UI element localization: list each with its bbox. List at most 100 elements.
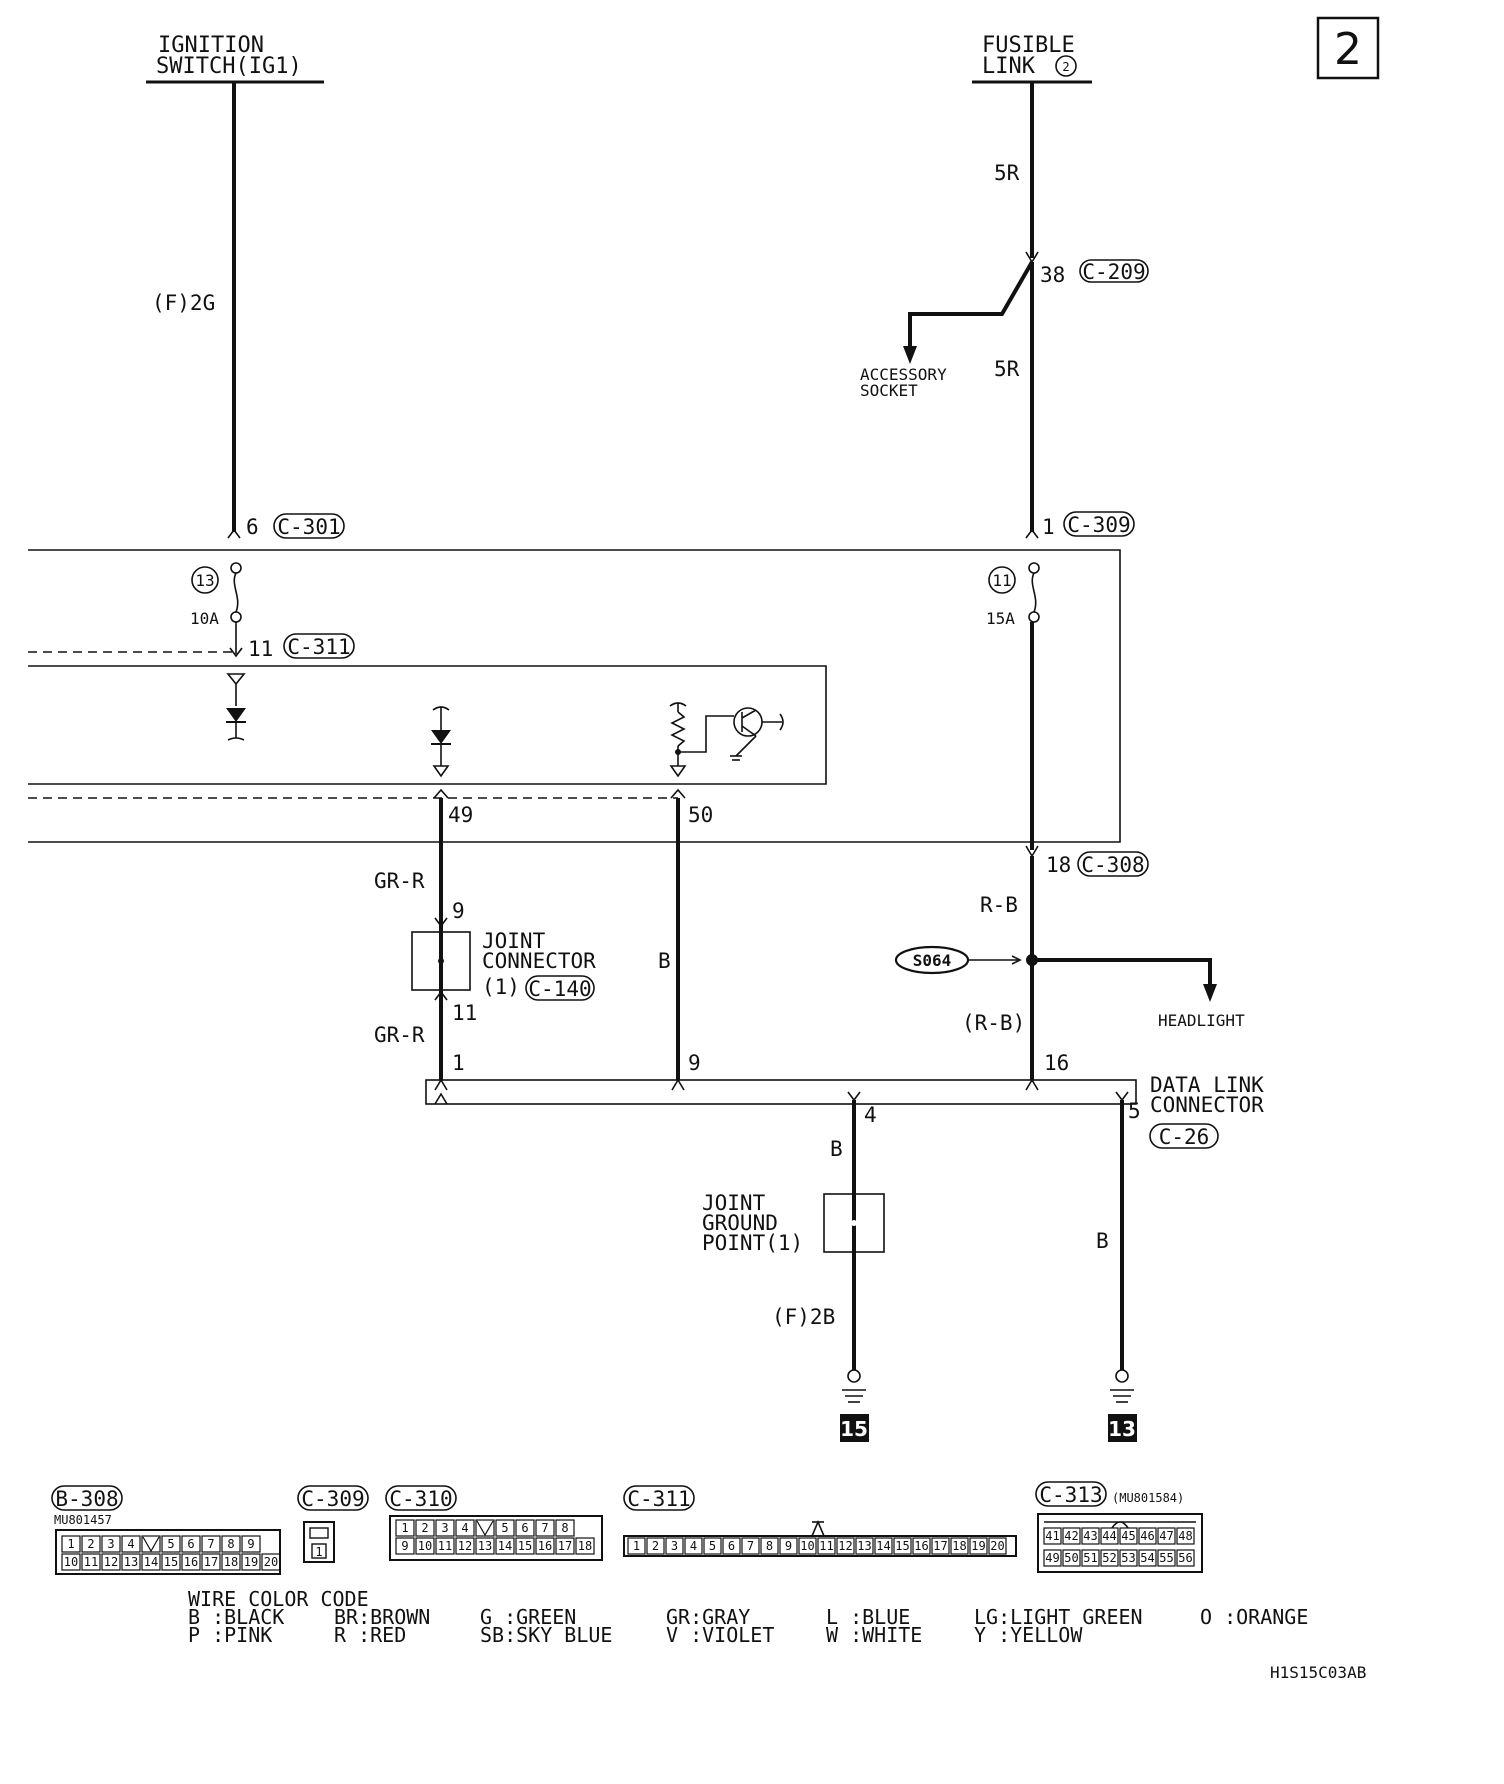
cv-b308-part: MU801457: [54, 1513, 112, 1527]
ground-symbol-left: 15: [840, 1369, 869, 1442]
fuse-13-number: 13: [195, 571, 214, 590]
c313-r1-pin: 41: [1045, 1529, 1059, 1543]
ground-left-number: 15: [840, 1417, 868, 1441]
c313-r2-cell: [1062, 1549, 1081, 1567]
pin-dlc1: 1: [452, 1051, 465, 1075]
c313-r1-pin: 43: [1083, 1529, 1097, 1543]
b308-r1-pin: 9: [247, 1537, 254, 1551]
c311-pin: 12: [838, 1539, 852, 1553]
c311-pin: 19: [971, 1539, 985, 1553]
connector-c140: C-140: [528, 977, 591, 1001]
c310-r1-pin: 8: [561, 1521, 568, 1535]
connector-c26: C-26: [1159, 1125, 1210, 1149]
b308-r2-pin: 13: [124, 1555, 138, 1569]
b308-r1-cell: [181, 1535, 201, 1553]
b308-r1-pin: 1: [67, 1537, 74, 1551]
fusible-link-source: FUSIBLE LINK 2: [972, 33, 1092, 84]
c310-r1-cell: [435, 1519, 455, 1537]
pin-jc-in: 9: [452, 899, 465, 923]
b308-r1-cell: [221, 1535, 241, 1553]
pin-c311: 11: [248, 637, 273, 661]
b308-r2-pin: 12: [104, 1555, 118, 1569]
c311-pin: 4: [690, 1539, 697, 1553]
c313-r1-pin: 47: [1159, 1529, 1173, 1543]
c311-cell: [969, 1537, 988, 1555]
c310-r2-pin: 14: [498, 1539, 512, 1553]
c313-r1-pin: 45: [1121, 1529, 1135, 1543]
wcc-r2-3: V :VIOLET: [666, 1623, 774, 1647]
connector-c308: C-308: [1081, 853, 1144, 877]
c313-r1-cell: [1138, 1527, 1157, 1545]
b308-r2-cell: [121, 1553, 141, 1571]
b308-r2-cell: [261, 1553, 281, 1571]
c310-r2-pin: 9: [401, 1539, 408, 1553]
c311-cell: [836, 1537, 855, 1555]
b308-r2-cell: [101, 1553, 121, 1571]
c310-r1-pin: 1: [401, 1521, 408, 1535]
c310-r1-cell: [555, 1519, 575, 1537]
b308-r2-pin: 20: [264, 1555, 278, 1569]
b308-r2-pin: 19: [244, 1555, 258, 1569]
diagram-code: H1S15C03AB: [1270, 1663, 1366, 1682]
c310-r1-pin: 6: [521, 1521, 528, 1535]
c313-r1-pin: 42: [1064, 1529, 1078, 1543]
fuse-11-number: 11: [992, 571, 1011, 590]
c313-r2-pin: 56: [1178, 1551, 1192, 1565]
c310-r1-cell: [495, 1519, 515, 1537]
wire-label-5r-upper: 5R: [994, 161, 1020, 185]
c313-r2-cell: [1081, 1549, 1100, 1567]
c310-r2-cell: [535, 1537, 555, 1555]
c311-pin: 13: [857, 1539, 871, 1553]
etacs-unit-outline: [28, 665, 827, 785]
wcc-r1-2: G :GREEN: [480, 1605, 576, 1629]
c310-r2-pin: 15: [518, 1539, 532, 1553]
c313-r1-pin: 46: [1140, 1529, 1154, 1543]
fuse-13: 13 10A: [190, 562, 243, 658]
c313-r2-cell: [1100, 1549, 1119, 1567]
c311-pin: 11: [819, 1539, 833, 1553]
c310-r2-cell: [455, 1537, 475, 1555]
connector-c209: C-209: [1082, 260, 1145, 284]
c313-r2-pin: 49: [1045, 1551, 1059, 1565]
b308-r1-pin: 3: [107, 1537, 114, 1551]
c311-cell: [950, 1537, 969, 1555]
connector-c311: C-311: [287, 635, 350, 659]
c311-cell: [874, 1537, 893, 1555]
pin-dlc5: 5: [1128, 1099, 1141, 1123]
c313-r1-pin: 44: [1102, 1529, 1116, 1543]
wire-label-5r-lower: 5R: [994, 357, 1020, 381]
c313-r1-cell: [1176, 1527, 1195, 1545]
c310-r2-cell: [495, 1537, 515, 1555]
ignition-switch-source: IGNITION SWITCH(IG1): [146, 33, 324, 84]
b308-r2-cell: [141, 1553, 161, 1571]
c313-r2-pin: 54: [1140, 1551, 1154, 1565]
c311-cell: [893, 1537, 912, 1555]
c311-cell: [779, 1537, 798, 1555]
b308-r1-pin: 2: [87, 1537, 94, 1551]
c311-cell: [855, 1537, 874, 1555]
wire-accessory-branch: [908, 261, 1034, 346]
pin-50: 50: [688, 803, 713, 827]
b308-r1-cell: [141, 1535, 161, 1553]
pin-jc-out: 11: [452, 1001, 477, 1025]
c313-r1-cell: [1157, 1527, 1176, 1545]
joint-connector-line1: JOINT: [482, 929, 546, 953]
wire-label-ign: (F)2G: [152, 291, 215, 315]
c310-r2-pin: 16: [538, 1539, 552, 1553]
c310-r2-pin: 10: [418, 1539, 432, 1553]
fuse-11: 11 15A: [986, 562, 1040, 628]
c310-r2-cell: [435, 1537, 455, 1555]
diode-left: [226, 673, 246, 741]
cv-c309-pin: 1: [315, 1545, 322, 1559]
cv-c310-name: C-310: [389, 1487, 452, 1511]
pin-c209: 38: [1040, 263, 1065, 287]
wcc-r2-1: R :RED: [334, 1623, 406, 1647]
c313-r2-pin: 51: [1083, 1551, 1097, 1565]
c311-pin: 1: [633, 1539, 640, 1553]
c313-r1-cell: [1119, 1527, 1138, 1545]
b308-r2-cell: [221, 1553, 241, 1571]
